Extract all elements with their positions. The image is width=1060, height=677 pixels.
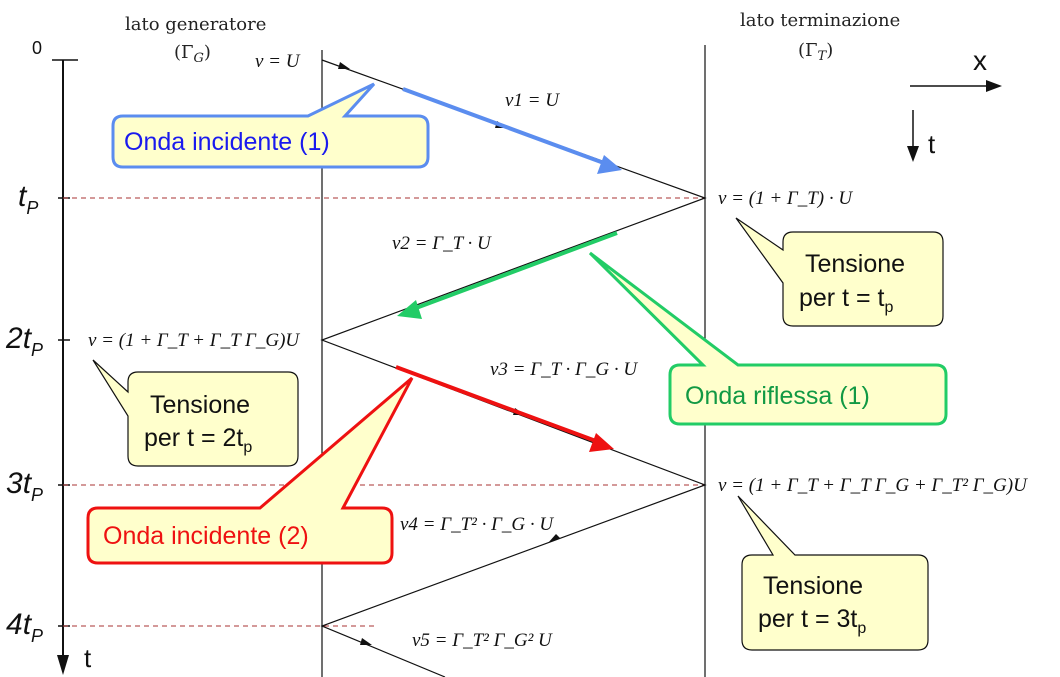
incident-wave-2-arrowhead [589, 433, 614, 452]
callout-tension-tp: Tensione per t = tp [735, 217, 944, 327]
reflected-wave-1-arrow [407, 231, 618, 313]
generator-side-label: lato generatore [125, 14, 266, 35]
callout-tension-3tp: Tensione per t = 3tp [737, 495, 929, 651]
tick-label-tp: tP [18, 180, 38, 218]
x-direction-arrowhead [986, 80, 1002, 92]
incident-wave-1-arrowhead [597, 155, 622, 174]
incident-wave-2-arrow [395, 365, 605, 446]
direction-arrow-v1-start [338, 62, 350, 69]
x-direction-label: x [973, 45, 987, 76]
callout-reflected-wave-1-text: Onda riflessa (1) [685, 382, 870, 410]
wave-v2-label: v2 = Γ_T · U [392, 233, 492, 254]
callout-tension-3tp-line2: per t = 3tp [758, 605, 866, 637]
t-direction-arrowhead [907, 146, 919, 162]
generator-gamma-label: (ΓG) [174, 42, 211, 66]
tick-label-4tp: 4tP [6, 608, 43, 646]
voltage-3tp-label: v = (1 + Γ_T + Γ_T Γ_G + Γ_T² Γ_G)U [718, 475, 1028, 496]
termination-side-label: lato terminazione [740, 10, 900, 31]
zero-label: 0 [32, 38, 42, 58]
callout-reflected-wave-1: Onda riflessa (1) [588, 251, 948, 426]
callout-incident-wave-1-text: Onda incidente (1) [124, 128, 330, 156]
voltage-start-label: v = U [255, 51, 301, 72]
callout-tension-2tp-line2: per t = 2tp [144, 424, 252, 456]
callout-incident-wave-2: Onda incidente (2) [86, 376, 414, 565]
callout-tension-2tp: Tensione per t = 2tp [92, 359, 299, 467]
wave-v4-label: v4 = Γ_T² · Γ_G · U [400, 514, 554, 535]
callout-tension-2tp-line1: Tensione [150, 391, 250, 419]
tick-label-3tp: 3tP [6, 467, 43, 505]
direction-arrow-v4-mid [548, 534, 560, 543]
callout-incident-wave-1: Onda incidente (1) [111, 82, 430, 169]
direction-arrow-v5-start [360, 638, 372, 645]
voltage-tp-label: v = (1 + Γ_T) · U [718, 188, 853, 209]
tick-label-2tp: 2tP [5, 322, 43, 360]
t-direction-label: t [928, 129, 936, 159]
callout-tension-tp-line2: per t = tp [799, 284, 893, 316]
incident-wave-1-arrow [402, 87, 613, 168]
callout-incident-wave-2-text: Onda incidente (2) [103, 522, 309, 550]
callout-tension-tp-line1: Tensione [805, 250, 905, 278]
voltage-2tp-label: v = (1 + Γ_T + Γ_T Γ_G)U [88, 330, 300, 351]
time-axis-label: t [84, 643, 92, 673]
wave-v1-label: v1 = U [505, 90, 560, 111]
callout-tension-3tp-line1: Tensione [763, 572, 863, 600]
reflected-wave-1-arrowhead [397, 300, 422, 319]
wave-v3-label: v3 = Γ_T · Γ_G · U [490, 359, 638, 380]
termination-gamma-label: (ΓT) [798, 40, 833, 64]
wave-v5-label: v5 = Γ_T² Γ_G² U [412, 630, 553, 651]
time-axis-arrowhead [57, 655, 69, 675]
